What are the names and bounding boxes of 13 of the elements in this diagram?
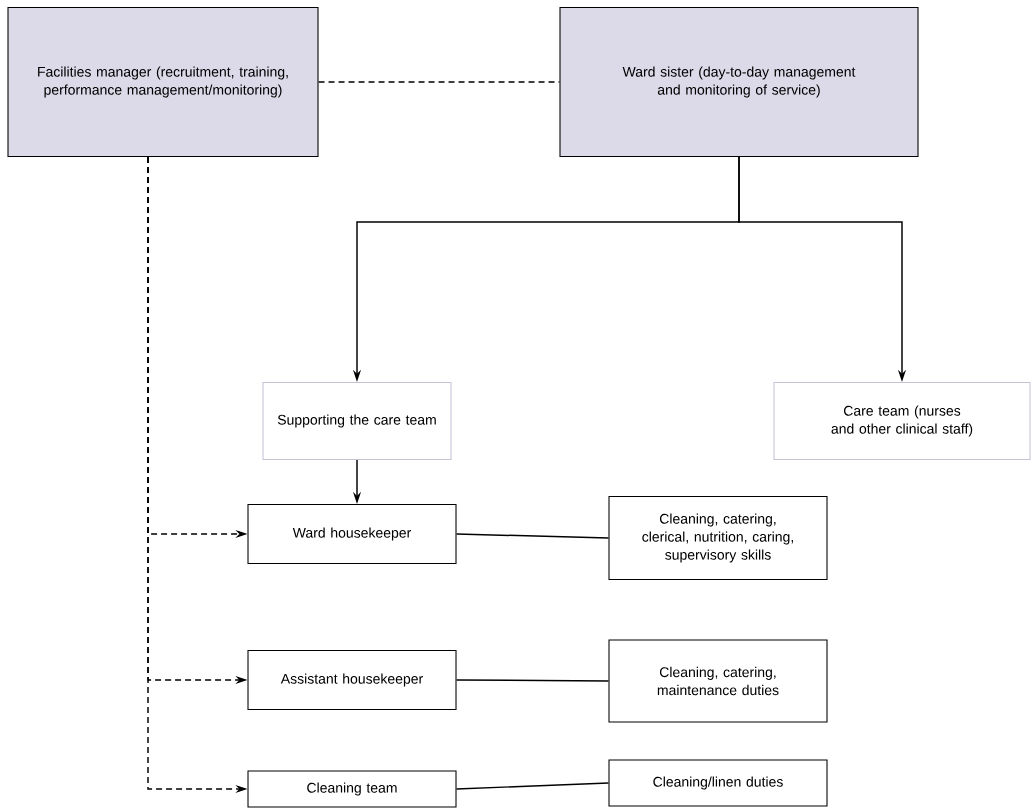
connector — [455, 679, 610, 682]
connector — [455, 782, 610, 790]
role-box: Cleaning team — [247, 770, 457, 808]
connector — [455, 533, 610, 539]
role-box: Cleaning, catering, maintenance duties — [608, 639, 828, 723]
role-box: Assistant housekeeper — [247, 650, 457, 710]
team-box: Care team (nurses and other clinical staff) — [773, 381, 1031, 461]
manager-box: Ward sister (day-to-day management and monitoring of service) — [559, 6, 919, 158]
role-box: Cleaning, catering, clerical, nutrition, caring, supervisory skills — [608, 496, 828, 580]
manager-box: Facilities manager (recruitment, training, performance management/monitoring) — [7, 6, 319, 158]
role-box: Ward housekeeper — [247, 504, 457, 564]
role-box: Cleaning/linen duties — [608, 759, 828, 807]
team-box: Supporting the care team — [262, 381, 452, 461]
